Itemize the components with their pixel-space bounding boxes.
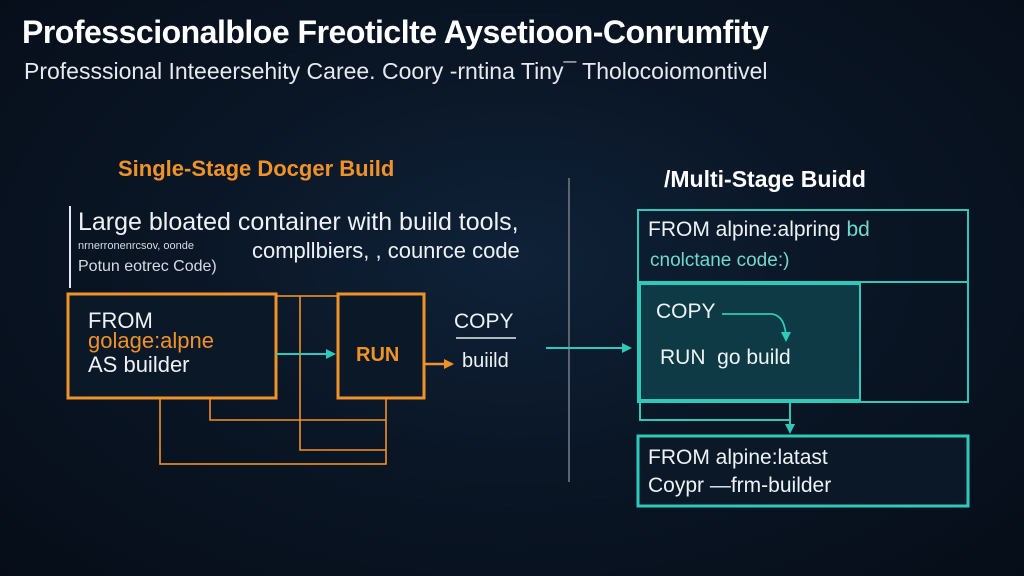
multi-copy-label: COPY bbox=[656, 300, 716, 323]
build-label: buiild bbox=[462, 350, 509, 372]
builder-stage-box bbox=[66, 292, 278, 400]
multi-run-label: RUN bbox=[660, 346, 706, 369]
multi-builder-stage-box bbox=[639, 283, 861, 401]
final-stage-box bbox=[636, 434, 970, 508]
builder-image-name: golage:alpne bbox=[88, 328, 215, 353]
single-stage-heading: Single-Stage Docger Build bbox=[118, 156, 395, 181]
single-stage-desc-small: nrnerronenrcsov, oonde bbox=[78, 240, 194, 252]
multi-stage-heading: /Multi-Stage Buidd bbox=[664, 166, 866, 193]
multi-copy-arrow bbox=[722, 313, 791, 342]
run-stage-box bbox=[336, 292, 426, 400]
final-copy-line: Coypr —frm-builder bbox=[648, 474, 832, 497]
builder-as-label: AS builder bbox=[88, 352, 190, 377]
single-stage-desc-line3: Potun eotrec Code) bbox=[78, 258, 217, 275]
multi-from-sub: cnolctane code:) bbox=[650, 250, 790, 271]
copy-label: COPY bbox=[454, 310, 514, 333]
builder-from-keyword: FROM bbox=[88, 308, 153, 333]
page-title: Professcionalbloe Freoticlte Aysetioon-C… bbox=[22, 14, 769, 50]
final-from-line: FROM alpine:latast bbox=[648, 446, 828, 469]
multi-heading-prefix-glyph: / bbox=[664, 166, 671, 192]
multi-from-text: FROM alpine:alpring bbox=[648, 218, 841, 241]
multi-from-line: FROM alpine:alpring bd bbox=[648, 218, 870, 242]
multi-run-line: RUN go build bbox=[660, 346, 791, 370]
single-stage-desc-line1: Large bloated container with build tools… bbox=[78, 208, 519, 236]
page-subtitle: Professsional Inteeersehity Caree. Coory… bbox=[24, 58, 768, 84]
run-label: RUN bbox=[356, 344, 400, 366]
multi-run-cmd: go build bbox=[717, 346, 791, 369]
multi-from-suffix: bd bbox=[846, 218, 870, 241]
single-stage-desc-line2: compllbiers, , counrce code bbox=[252, 238, 520, 263]
multi-heading-text: Multi-Stage Buidd bbox=[670, 166, 866, 192]
